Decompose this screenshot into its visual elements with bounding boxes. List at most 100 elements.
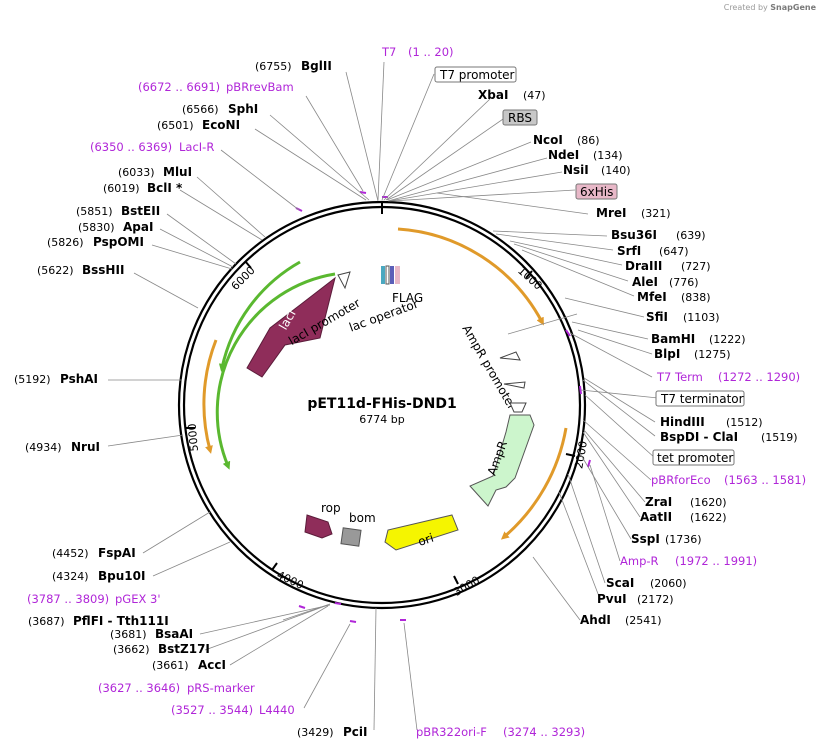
primer-pgex3-range: (3787 .. 3809) [27, 592, 109, 606]
site-bcli: BclI * [147, 181, 183, 195]
site-pflfi-tth111i-pos: (3687) [28, 615, 65, 628]
site-srfi-pos: (647) [659, 245, 689, 258]
site-bspdi-clai: BspDI - ClaI [660, 430, 738, 444]
site-acci-pos: (3661) [152, 659, 189, 672]
scale-ticks [186, 260, 576, 585]
site-zrai: ZraI [645, 495, 672, 509]
box-t7-terminator [655, 390, 745, 407]
primer-t7-name: T7 [381, 45, 396, 59]
connector-lines [107, 61, 659, 731]
primer-prs-marker-name: pRS-marker [187, 681, 255, 695]
site-pspomi: PspOMI [93, 235, 144, 249]
site-bstz17i-pos: (3662) [113, 643, 150, 656]
site-mrei: MreI [596, 206, 626, 220]
site-scai: ScaI [606, 576, 634, 590]
orf-arc-orange-1 [397, 227, 544, 326]
site-econi-pos: (6501) [157, 119, 194, 132]
site-alei-pos: (776) [669, 276, 699, 289]
primer-pbr322ori-f-range: (3274 .. 3293) [503, 725, 585, 739]
primer-pbrforeco-name: pBRforEco [651, 473, 711, 487]
site-bglii-pos: (6755) [255, 60, 292, 73]
site-mfei-pos: (838) [681, 291, 711, 304]
primer-laci-r-name: LacI-R [179, 140, 214, 154]
site-pvui: PvuI [597, 592, 627, 606]
site-fspai: FspAI [98, 546, 136, 560]
site-pspomi-pos: (5826) [47, 236, 84, 249]
bom-feature [340, 527, 362, 547]
site-pflfi-tth111i: PflFI - Tth111I [73, 614, 169, 628]
ampr-feature [469, 414, 535, 507]
site-bsteii-pos: (5851) [76, 205, 113, 218]
site-bglii: BglII [301, 59, 332, 73]
site-apai-pos: (5830) [78, 221, 115, 234]
box-6xhis-label: 6xHis [580, 185, 613, 199]
primer-amp-r-name: Amp-R [620, 554, 659, 568]
primer-pgex3-name: pGEX 3' [115, 592, 161, 606]
terminator-glyph [503, 381, 526, 389]
site-ndei-pos: (134) [593, 149, 623, 162]
site-bamhi-pos: (1222) [709, 333, 746, 346]
site-bsshii: BssHII [82, 263, 124, 277]
primer-amp-r-range: (1972 .. 1991) [675, 554, 757, 568]
site-sphi-pos: (6566) [182, 103, 219, 116]
site-ahdi: AhdI [580, 613, 611, 627]
box-tet-promoter-label: tet promoter [657, 451, 733, 465]
site-zrai-pos: (1620) [690, 496, 727, 509]
site-econi: EcoNI [202, 118, 240, 132]
site-bsaai-pos: (3681) [110, 628, 147, 641]
site-ahdi-pos: (2541) [625, 614, 662, 627]
orf-arc-green-1 [218, 260, 301, 372]
site-mfei: MfeI [637, 290, 667, 304]
box-t7-terminator-label: T7 terminator [660, 392, 744, 406]
site-mlui-pos: (6033) [118, 166, 155, 179]
site-bpu10i-pos: (4324) [52, 570, 89, 583]
primer-pbrrevbam-range: (6672 .. 6691) [138, 80, 220, 94]
primer-marks [295, 191, 591, 623]
primer-l4440-name: L4440 [259, 703, 295, 717]
tick-label-5000: 5000 [186, 423, 201, 452]
site-aatii: AatII [640, 510, 672, 524]
primer-pbr322ori-f-name: pBR322ori-F [416, 725, 487, 739]
site-pcii: PciI [343, 725, 368, 739]
site-bpu10i: Bpu10I [98, 569, 145, 583]
site-bsu36i-pos: (639) [676, 229, 706, 242]
site-hindiii: HindIII [660, 415, 705, 429]
site-pshai-pos: (5192) [14, 373, 51, 386]
site-bsshii-pos: (5622) [37, 264, 74, 277]
site-bsu36i: Bsu36I [611, 228, 657, 242]
site-pshai: PshAI [60, 372, 98, 386]
primer-t7-term-name: T7 Term [656, 370, 703, 384]
orf-arc-orange-2 [500, 427, 568, 540]
site-blpi: BlpI [654, 347, 680, 361]
site-pcii-pos: (3429) [297, 726, 334, 739]
laci-promoter-arrow [337, 271, 351, 290]
site-mlui: MluI [163, 165, 192, 179]
site-bstz17i: BstZ17I [158, 642, 210, 656]
laci-feature [246, 276, 336, 378]
site-sphi: SphI [228, 102, 258, 116]
box-t7-promoter-label: T7 promoter [439, 68, 515, 82]
orf-arc-green-2 [215, 272, 336, 470]
snapgene-logo: SnapGene [770, 3, 816, 12]
site-scai-pos: (2060) [650, 577, 687, 590]
site-fspai-pos: (4452) [52, 547, 89, 560]
ori-feature [384, 514, 459, 551]
primer-pbrrevbam-name: pBRrevBam [226, 80, 294, 94]
site-bamhi: BamHI [651, 332, 695, 346]
snapgene-watermark: Created by SnapGene [723, 3, 816, 12]
primer-pbrforeco-range: (1563 .. 1581) [724, 473, 806, 487]
box-rbs [502, 109, 538, 126]
box-tet-promoter [652, 449, 735, 466]
site-bspdi-clai-pos: (1519) [761, 431, 798, 444]
primer-t7-term-range: (1272 .. 1290) [718, 370, 800, 384]
site-xbai: XbaI [478, 88, 508, 102]
rop-label: rop [321, 501, 341, 515]
site-pvui-pos: (2172) [637, 593, 674, 606]
site-draiii-pos: (727) [681, 260, 711, 273]
site-nrui-pos: (4934) [25, 441, 62, 454]
site-sfii-pos: (1103) [683, 311, 720, 324]
primer-prs-marker-range: (3627 .. 3646) [98, 681, 180, 695]
site-acci: AccI [198, 658, 226, 672]
